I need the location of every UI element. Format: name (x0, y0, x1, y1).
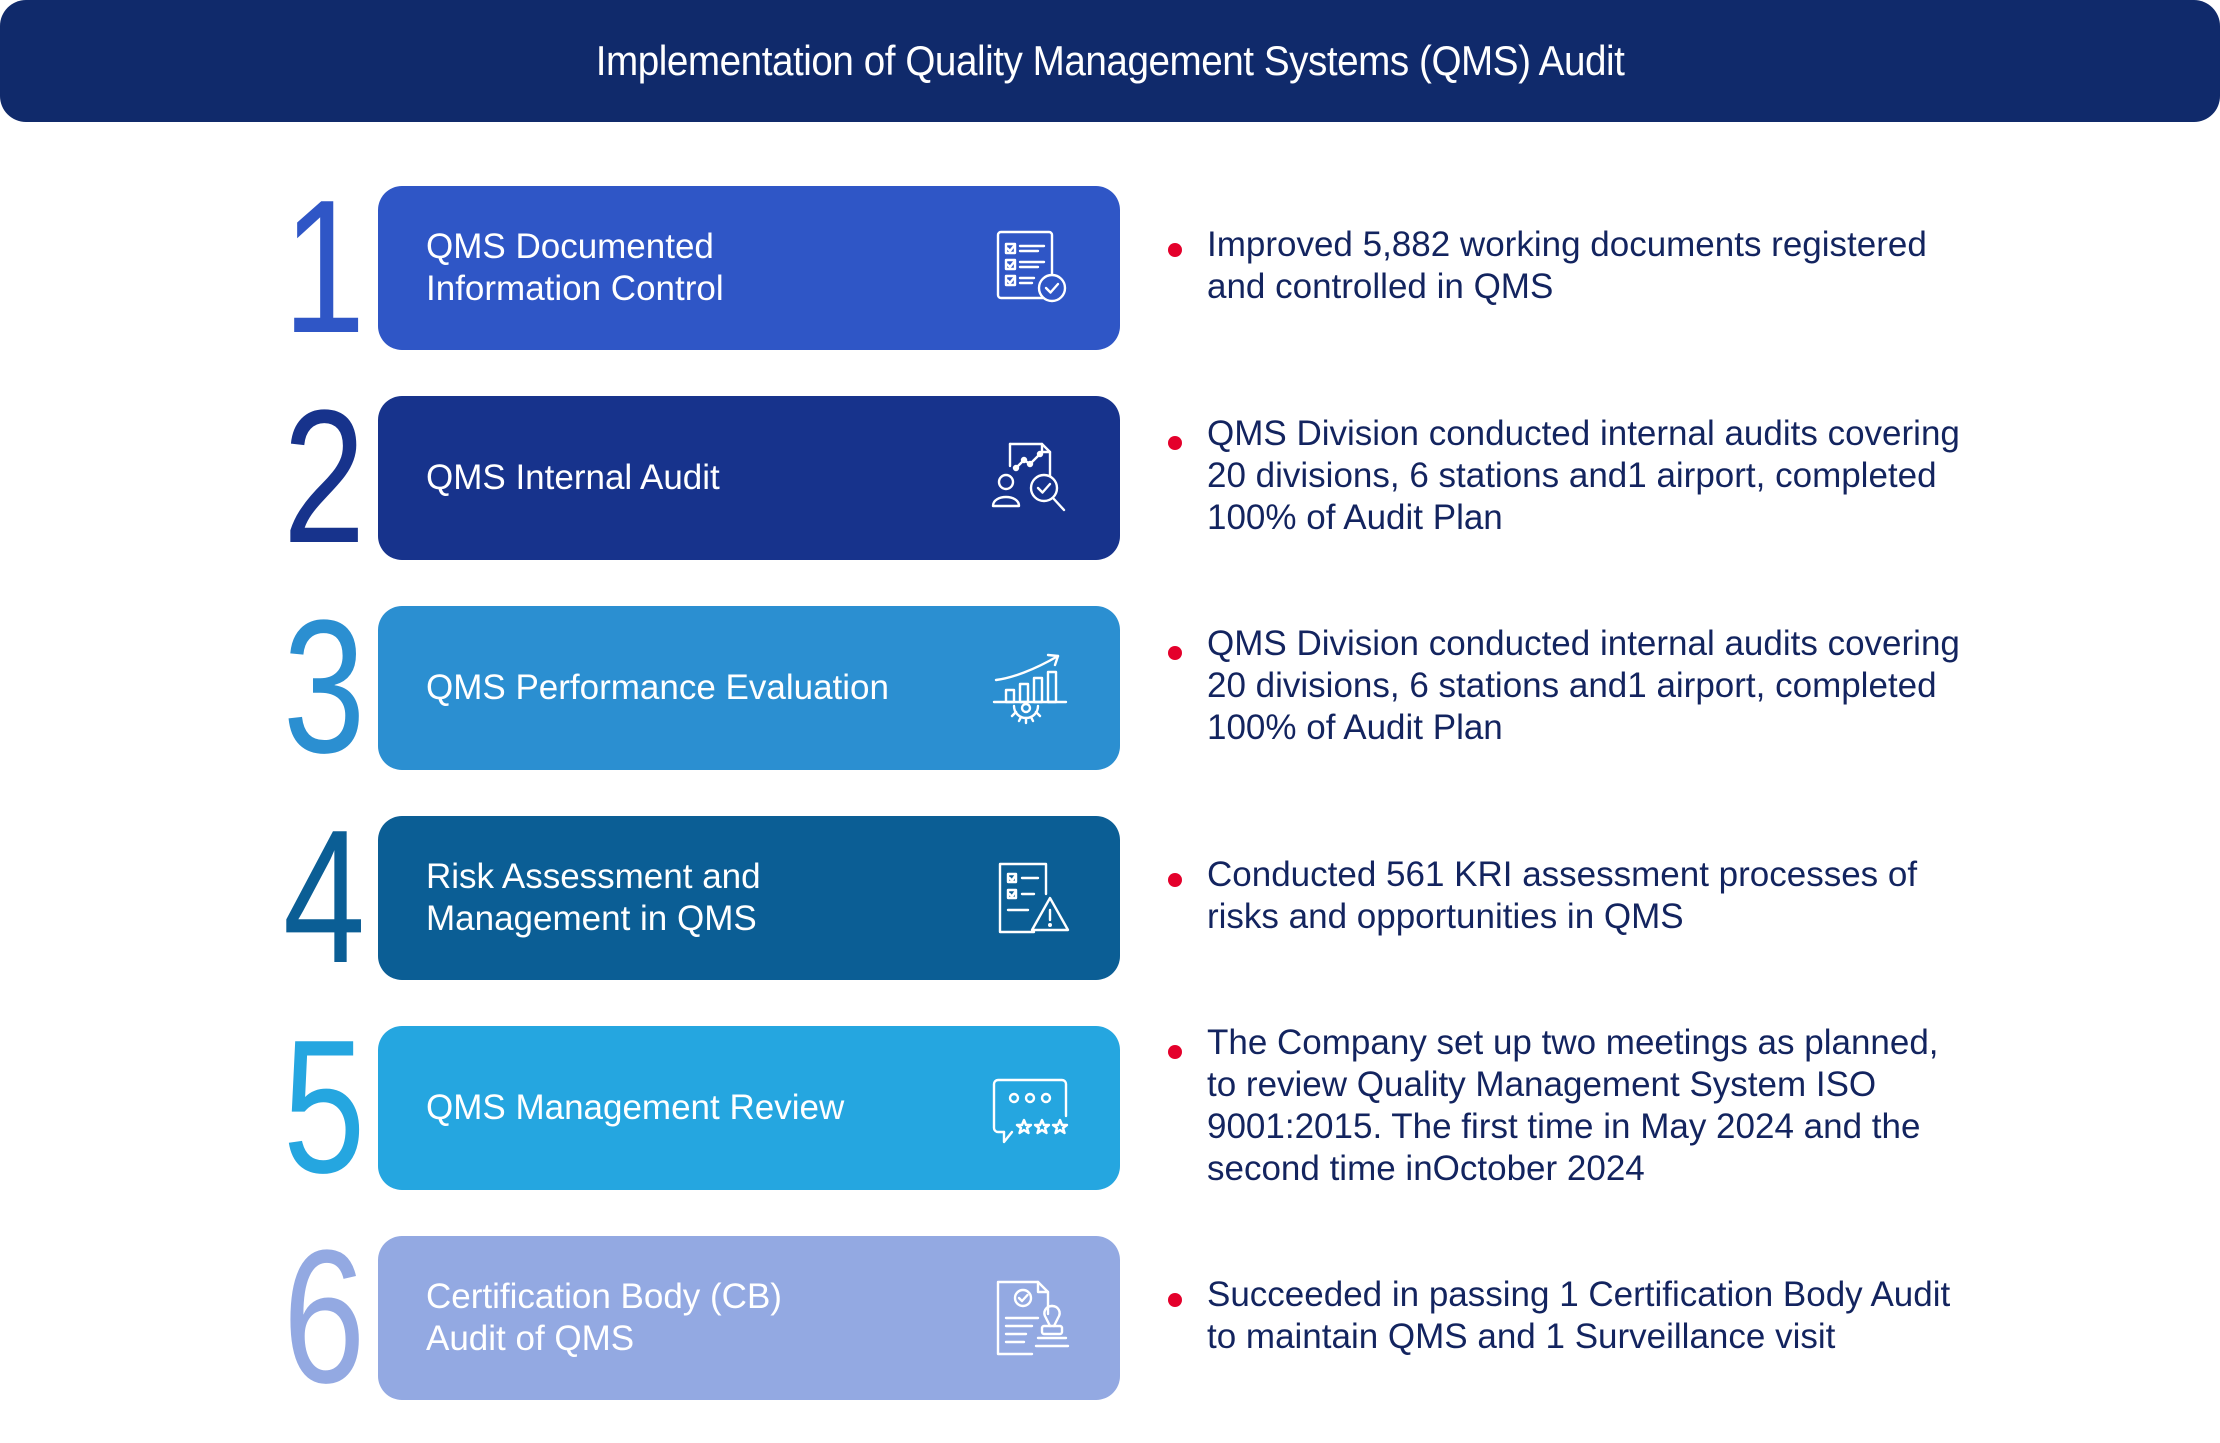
bullet-dot (1168, 1045, 1182, 1059)
step-row-6: 6 Certification Body (CB) Audit of QMS S… (0, 1222, 2220, 1412)
step-title: QMS Internal Audit (426, 458, 720, 497)
bullet-dot (1168, 1293, 1182, 1307)
header-banner: Implementation of Quality Management Sys… (0, 0, 2220, 122)
review-rating-icon (988, 1066, 1072, 1150)
step-number: 6 (282, 1211, 365, 1423)
step-description: QMS Division conducted internal audits c… (1207, 624, 1960, 747)
step-card: QMS Management Review (378, 1026, 1120, 1190)
audit-magnifier-icon (988, 436, 1072, 520)
step-description: Conducted 561 KRI assessment processes o… (1207, 855, 1918, 936)
performance-chart-gear-icon (988, 646, 1072, 730)
certificate-stamp-icon (988, 1276, 1072, 1360)
step-card: QMS Internal Audit (378, 396, 1120, 560)
bullet-dot (1168, 243, 1182, 257)
step-card: QMS Performance Evaluation (378, 606, 1120, 770)
bullet-dot (1168, 873, 1182, 887)
risk-checklist-warning-icon (988, 856, 1072, 940)
bullet-dot (1168, 646, 1182, 660)
step-card: QMS Documented Information Control (378, 186, 1120, 350)
step-number: 5 (282, 1001, 365, 1213)
step-title: Certification Body (CB) Audit of QMS (426, 1277, 782, 1358)
step-row-2: 2 QMS Internal Audit QMS Division conduc… (0, 382, 2220, 572)
step-row-4: 4 Risk Assessment and Management in QMS … (0, 802, 2220, 992)
step-description: The Company set up two meetings as plann… (1207, 1023, 1939, 1188)
step-row-5: 5 QMS Management Review The Company set … (0, 1012, 2220, 1202)
step-row-1: 1 QMS Documented Information Control (0, 172, 2220, 362)
step-description: Improved 5,882 working documents registe… (1207, 225, 1927, 306)
bullet-dot (1168, 436, 1182, 450)
step-row-3: 3 QMS Performance Evaluation QMS Divisio… (0, 592, 2220, 782)
step-number: 1 (282, 161, 365, 373)
checklist-document-icon (988, 226, 1072, 310)
step-description: Succeeded in passing 1 Certification Bod… (1207, 1275, 1951, 1356)
step-card: Certification Body (CB) Audit of QMS (378, 1236, 1120, 1400)
step-card: Risk Assessment and Management in QMS (378, 816, 1120, 980)
step-title: QMS Documented Information Control (426, 227, 724, 308)
step-number: 4 (282, 791, 365, 1003)
step-description: QMS Division conducted internal audits c… (1207, 414, 1960, 537)
page-title: Implementation of Quality Management Sys… (595, 37, 1625, 84)
step-number: 2 (282, 371, 365, 583)
step-title: QMS Performance Evaluation (426, 668, 889, 707)
step-title: QMS Management Review (426, 1088, 845, 1127)
step-number: 3 (282, 581, 365, 793)
step-title: Risk Assessment and Management in QMS (426, 857, 761, 938)
